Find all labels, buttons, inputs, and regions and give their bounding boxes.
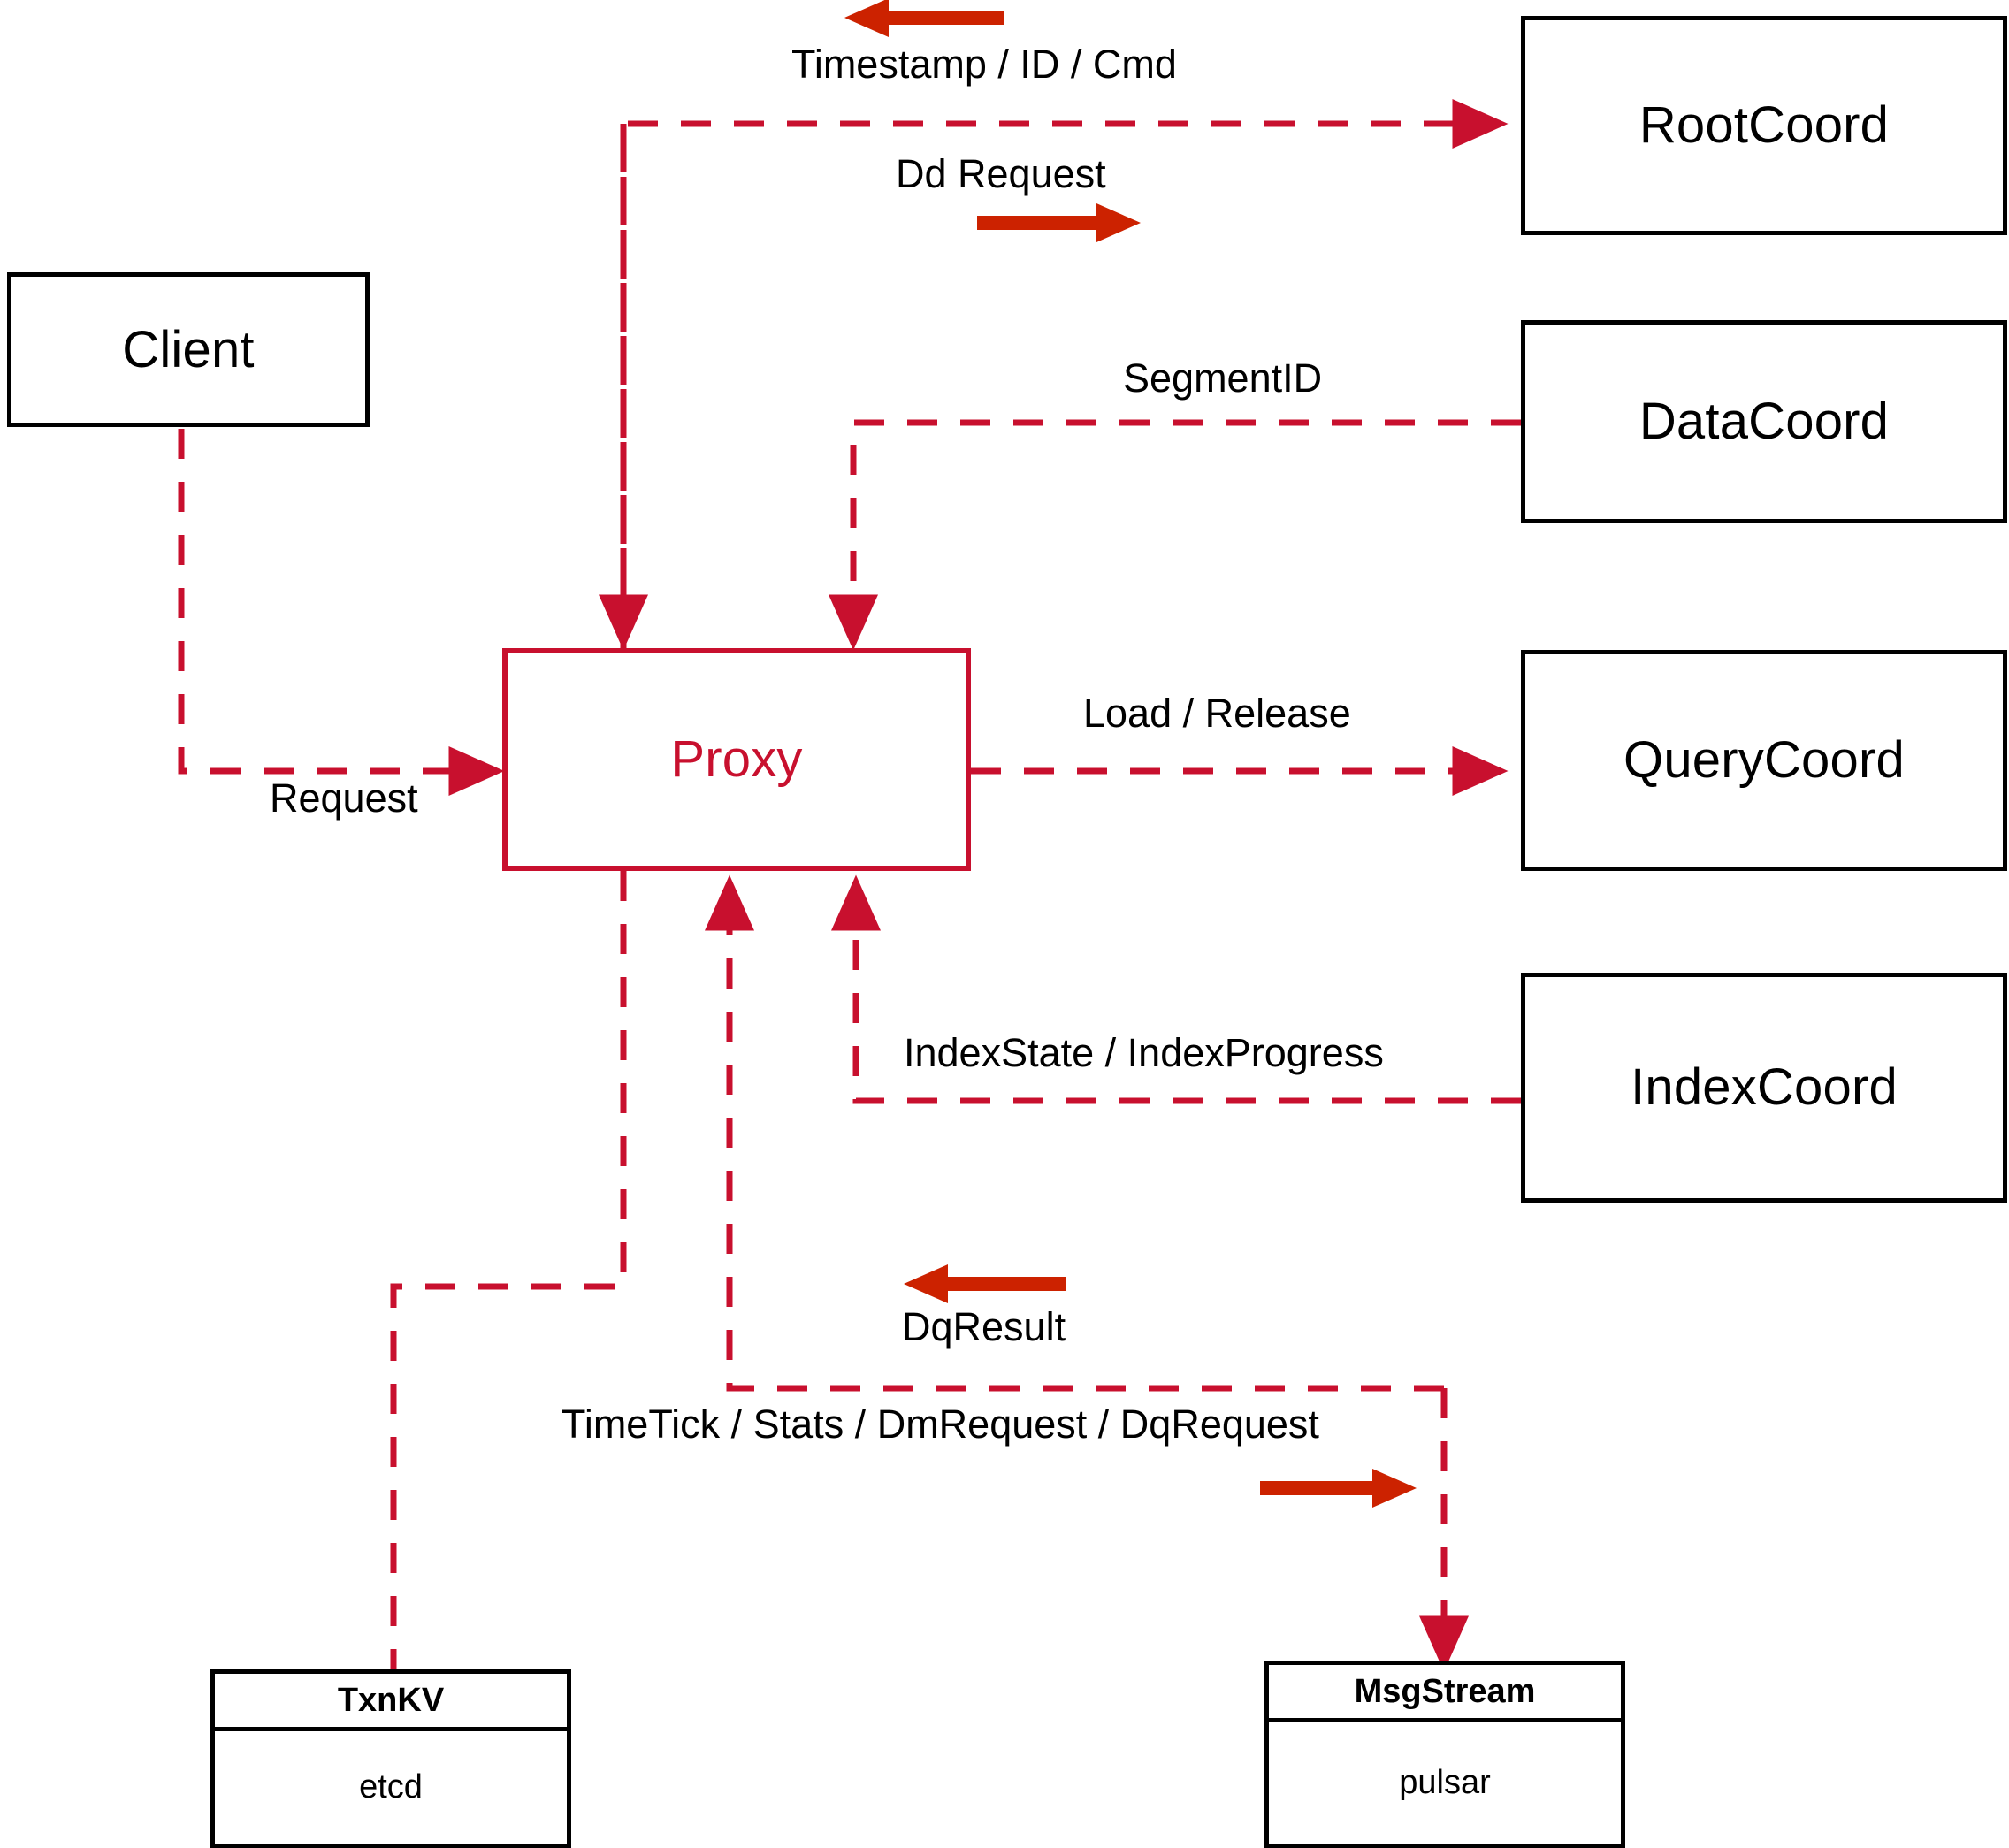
node-txnkv-body: etcd bbox=[215, 1731, 567, 1844]
node-txnkv[interactable]: TxnKV etcd bbox=[210, 1669, 571, 1848]
node-rootcoord[interactable]: RootCoord bbox=[1521, 16, 2007, 235]
node-rootcoord-label: RootCoord bbox=[1639, 96, 1890, 154]
edge-label-segment-id: SegmentID bbox=[1123, 355, 1323, 401]
edge-label-timestamp-id-cmd: Timestamp / ID / Cmd bbox=[791, 42, 1177, 87]
edge-indexcoord-to-proxy bbox=[831, 874, 1521, 1104]
node-msgstream[interactable]: MsgStream pulsar bbox=[1264, 1661, 1625, 1848]
node-client[interactable]: Client bbox=[7, 272, 370, 427]
node-querycoord[interactable]: QueryCoord bbox=[1521, 650, 2007, 871]
edge-datacoord-to-proxy bbox=[829, 419, 1521, 651]
node-client-label: Client bbox=[122, 320, 255, 378]
node-querycoord-label: QueryCoord bbox=[1623, 731, 1905, 789]
edge-label-dd-request: Dd Request bbox=[896, 151, 1106, 196]
node-txnkv-header: TxnKV bbox=[215, 1674, 567, 1731]
node-datacoord[interactable]: DataCoord bbox=[1521, 320, 2007, 523]
node-proxy-label: Proxy bbox=[670, 730, 803, 788]
direction-arrow-dqresult bbox=[904, 1264, 1066, 1303]
edge-proxy-to-rootcoord bbox=[620, 99, 1509, 650]
node-proxy[interactable]: Proxy bbox=[502, 648, 971, 871]
edge-label-timetick-stats: TimeTick / Stats / DmRequest / DqRequest bbox=[561, 1401, 1319, 1447]
edge-msgstream-to-proxy bbox=[705, 874, 1444, 1392]
edge-label-load-release: Load / Release bbox=[1083, 691, 1351, 736]
edge-client-to-proxy bbox=[178, 429, 505, 796]
node-txnkv-header-label: TxnKV bbox=[337, 1681, 445, 1719]
node-msgstream-body: pulsar bbox=[1269, 1722, 1621, 1844]
direction-arrow-timetick bbox=[1260, 1469, 1417, 1508]
node-msgstream-body-label: pulsar bbox=[1399, 1764, 1491, 1801]
direction-arrow-timestamp bbox=[844, 0, 1004, 37]
node-txnkv-body-label: etcd bbox=[359, 1768, 423, 1806]
direction-arrow-dd-request bbox=[977, 203, 1141, 242]
node-datacoord-label: DataCoord bbox=[1639, 393, 1890, 450]
edge-proxy-to-txnkv bbox=[390, 871, 627, 1671]
node-msgstream-header-label: MsgStream bbox=[1354, 1672, 1536, 1710]
edge-label-request: Request bbox=[270, 775, 418, 821]
edge-label-index-state-progress: IndexState / IndexProgress bbox=[904, 1030, 1384, 1075]
edge-label-dq-result: DqResult bbox=[902, 1304, 1066, 1349]
node-indexcoord-label: IndexCoord bbox=[1631, 1058, 1898, 1116]
node-msgstream-header: MsgStream bbox=[1269, 1665, 1621, 1722]
node-indexcoord[interactable]: IndexCoord bbox=[1521, 973, 2007, 1203]
